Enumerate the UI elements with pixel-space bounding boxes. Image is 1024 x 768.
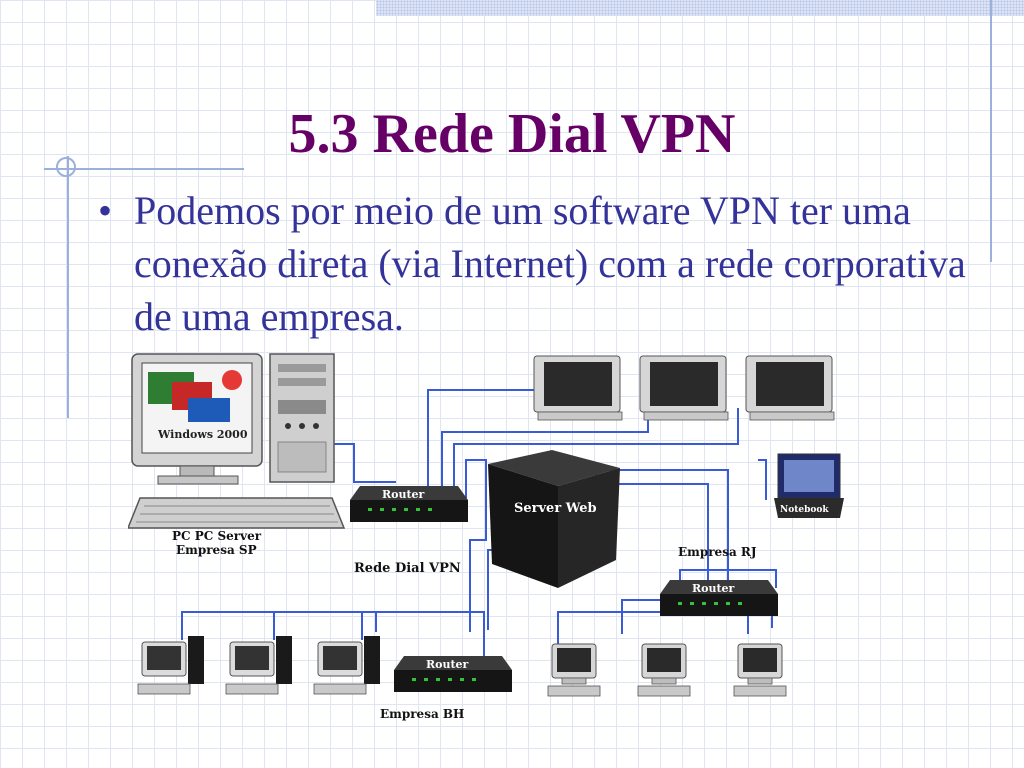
router-rj-label: Router bbox=[692, 582, 735, 595]
right-decoration-line bbox=[990, 0, 992, 262]
router-rj: Router bbox=[660, 580, 778, 616]
pc-server-empresa-sp: Windows 2000 bbox=[126, 353, 346, 529]
pc-top-2 bbox=[639, 355, 729, 421]
pc-top-3 bbox=[745, 355, 835, 421]
pc-top-1 bbox=[533, 355, 623, 421]
pc-rj-3 bbox=[733, 643, 787, 697]
notebook-label: Notebook bbox=[780, 505, 829, 515]
pc-bh-3 bbox=[313, 635, 381, 695]
top-decoration-bar bbox=[376, 0, 1024, 16]
bullet-marker: • bbox=[98, 188, 113, 233]
server-web-label: Server Web bbox=[514, 501, 597, 516]
left-decoration-line bbox=[67, 156, 69, 418]
router-bh: Router bbox=[394, 656, 512, 692]
label-pc-server: PC PC Server bbox=[172, 529, 262, 543]
label-rede-dial-vpn: Rede Dial VPN bbox=[354, 561, 461, 576]
router-bh-label: Router bbox=[426, 658, 469, 671]
pc-rj-1 bbox=[547, 643, 601, 697]
router-sp-label: Router bbox=[382, 488, 425, 501]
pc-rj-2 bbox=[637, 643, 691, 697]
label-empresa-sp: Empresa SP bbox=[176, 543, 257, 557]
server-web: Server Web bbox=[488, 450, 620, 588]
network-diagram: Windows 2000 PC PC Server Empresa SP Rou… bbox=[126, 350, 852, 724]
pc-bh-2 bbox=[225, 635, 293, 695]
router-sp: Router bbox=[350, 486, 468, 522]
notebook: Notebook bbox=[774, 453, 844, 518]
label-empresa-rj: Empresa RJ bbox=[678, 545, 757, 559]
windows-screen-text: Windows 2000 bbox=[157, 428, 248, 441]
pc-bh-1 bbox=[137, 635, 205, 695]
decoration-circle bbox=[56, 157, 76, 177]
label-empresa-bh: Empresa BH bbox=[380, 707, 464, 721]
bullet-text: Podemos por meio de um software VPN ter … bbox=[134, 188, 966, 339]
slide-title: 5.3 Rede Dial VPN bbox=[288, 103, 736, 165]
title-underline bbox=[44, 168, 244, 170]
